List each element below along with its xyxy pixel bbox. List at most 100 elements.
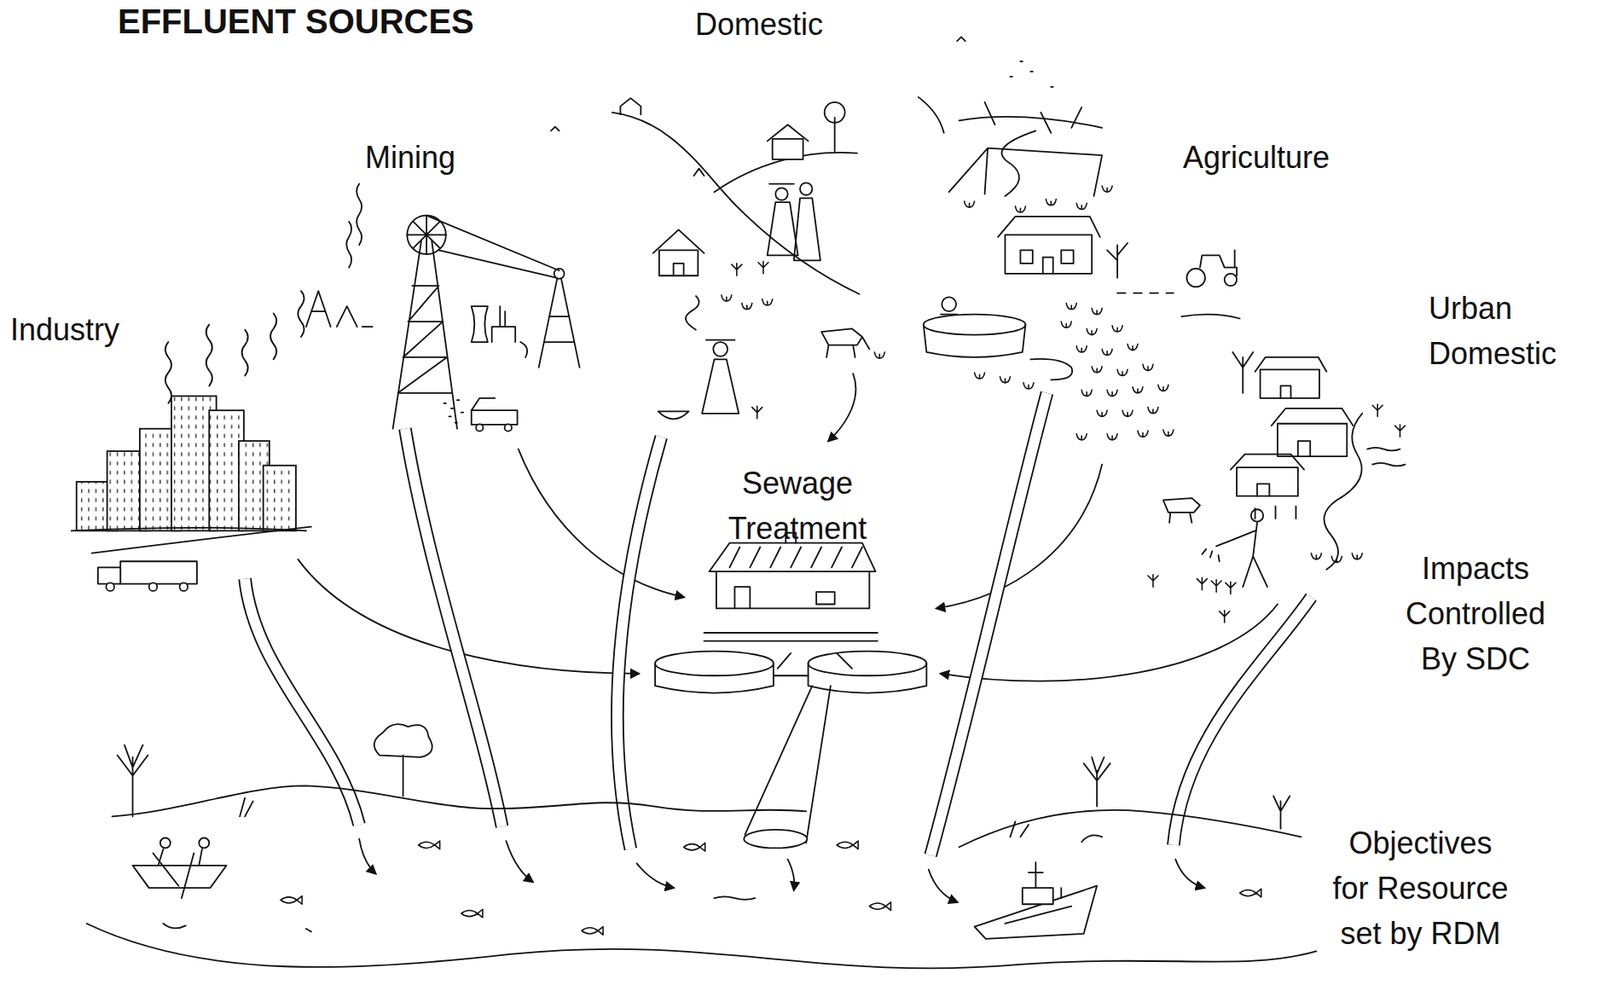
river-sketch: [374, 724, 433, 796]
urban-sketch: [1255, 357, 1328, 399]
sewage-works-sketch: [743, 829, 807, 849]
urban-sketch: [1260, 369, 1320, 399]
mining-sketch: [539, 278, 580, 368]
industry-sketch: [92, 527, 312, 554]
urban-sketch: [1196, 577, 1207, 590]
urban-sketch: [1351, 553, 1363, 560]
agriculture-sketch: [1091, 308, 1102, 315]
mining-sketch: [520, 342, 528, 358]
mining-sketch: [471, 398, 496, 411]
note-label: Objectives for Resource set by RDM: [1328, 820, 1513, 957]
urban-sketch: [1219, 610, 1230, 623]
sewage-works-sketch: [744, 685, 831, 843]
agriculture-sketch: [959, 116, 1103, 128]
domestic-sketch: [550, 36, 966, 131]
agriculture-sketch: [1117, 369, 1128, 376]
agriculture-sketch: [974, 372, 986, 379]
domestic-sketch: [721, 295, 732, 302]
river-sketch: [160, 837, 171, 848]
urban-sketch: [1225, 581, 1236, 594]
effluent-pipes: [930, 393, 1047, 856]
river-sketch: [836, 840, 858, 850]
effluent-pipes: [617, 436, 662, 849]
flow-arrows: [828, 373, 857, 441]
sewage-works-sketch: [704, 632, 878, 642]
river-sketch: [86, 923, 1317, 969]
domestic-sketch: [713, 342, 728, 357]
agriculture-sketch: [1122, 410, 1133, 417]
river-sketch: [1009, 821, 1029, 837]
mining-sketch: [475, 423, 483, 431]
agriculture-sketch: [1045, 199, 1056, 206]
river-sketch: [280, 896, 302, 905]
agriculture-sketch: [949, 148, 1102, 197]
industry-sketch: [165, 342, 172, 404]
sewage-works-sketch: [655, 651, 774, 677]
agriculture-sketch: [1060, 321, 1072, 328]
mining-sketch: [306, 184, 580, 432]
agriculture-sketch: [1020, 249, 1073, 274]
mining-sketch: [393, 239, 458, 429]
agriculture-sketch: [1081, 389, 1092, 396]
source-label: Domestic: [695, 1, 824, 47]
sewage-works-sketch: [716, 569, 870, 609]
agriculture-sketch: [1181, 314, 1240, 319]
agriculture-sketch: [1147, 407, 1159, 414]
urban-sketch: [1236, 467, 1299, 497]
industry-sketch: [263, 465, 296, 532]
mining-sketch: [306, 290, 373, 327]
flow-arrows: [297, 373, 1278, 682]
agriculture-sketch: [1086, 328, 1097, 335]
river-sketch: [117, 745, 149, 818]
urban-sketch: [1147, 352, 1406, 623]
industry-sketch: [98, 567, 121, 584]
river-sketch: [198, 837, 209, 848]
urban-sketch: [1251, 509, 1264, 522]
agriculture-sketch: [1137, 430, 1148, 437]
urban-sketch: [1367, 447, 1405, 467]
effluent-pipes: [637, 863, 674, 888]
agriculture-sketch: [964, 201, 975, 208]
agriculture-sketch: [1224, 273, 1237, 286]
domestic-sketch: [775, 187, 788, 200]
effluent-pipes: [505, 840, 533, 882]
effluent-pipes: [359, 839, 376, 875]
industry-sketch: [149, 582, 158, 592]
mining-sketch: [346, 221, 352, 268]
industry-sketch: [206, 324, 213, 387]
agriculture-sketch: [1066, 303, 1077, 310]
agriculture-sketch: [1000, 376, 1011, 383]
river-sketch: [162, 923, 311, 933]
river-sketch: [461, 909, 483, 918]
domestic-sketch: [685, 295, 700, 330]
river-sketch: [974, 886, 1098, 940]
domestic-sketch: [742, 303, 753, 310]
agriculture-sketch: [918, 61, 1241, 441]
sewage-works-sketch: [808, 651, 928, 677]
industry-sketch: [242, 330, 249, 377]
sewage-works-sketch: [734, 586, 835, 609]
effluent-pipes: [405, 428, 503, 828]
mining-sketch: [504, 423, 512, 431]
domestic-sketch: [658, 411, 690, 419]
industry-sketch: [120, 561, 198, 584]
agriculture-sketch: [1107, 434, 1118, 441]
flow-arrows: [297, 559, 639, 674]
effluent-pipes: [244, 579, 360, 825]
river-sketch: [959, 810, 1302, 847]
river-sketch: [133, 865, 227, 888]
domestic-sketch: [701, 340, 739, 414]
industry-sketch: [270, 313, 277, 360]
sewage-works-sketch: [729, 547, 863, 569]
agriculture-sketch: [1004, 234, 1092, 273]
note-label: Impacts Controlled By SDC: [1390, 545, 1561, 682]
domestic-sketch: [874, 352, 885, 359]
domestic-sketch: [758, 261, 769, 274]
river-sketch: [684, 842, 706, 852]
urban-sketch: [1230, 454, 1305, 497]
urban-sketch: [1216, 522, 1268, 587]
agriculture-sketch: [1117, 292, 1174, 295]
urban-sketch: [1163, 498, 1200, 523]
source-label: Industry: [10, 307, 120, 353]
agriculture-sketch: [1142, 364, 1154, 371]
